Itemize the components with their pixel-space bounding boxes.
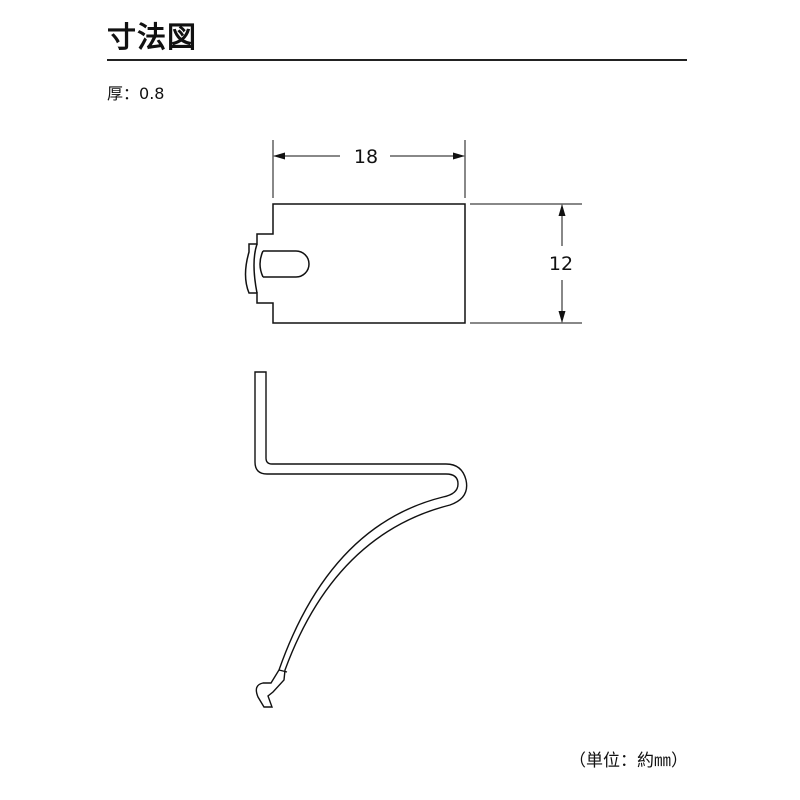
thickness-separator: ： xyxy=(123,84,140,103)
height-dimension-label: 12 xyxy=(549,253,573,275)
thickness-value: 0.8 xyxy=(139,84,165,103)
top-view xyxy=(244,203,466,324)
thickness-label: 厚 xyxy=(107,84,124,103)
width-dimension-label: 18 xyxy=(354,146,378,168)
plate-slot xyxy=(263,250,310,278)
thickness-spec: 厚：0.8 xyxy=(107,80,164,104)
plate-tab-inner-line xyxy=(253,243,258,294)
side-view xyxy=(254,371,468,708)
hook-tip-line xyxy=(278,669,288,673)
width-dimension xyxy=(272,140,466,198)
hook-profile-outer xyxy=(254,371,468,708)
plate-outline xyxy=(244,203,466,324)
title-underline xyxy=(107,59,687,61)
unit-note: （単位：約㎜） xyxy=(569,751,688,771)
height-dimension xyxy=(470,203,582,324)
page-title: 寸法図 xyxy=(107,20,198,54)
plate-slot-edge xyxy=(259,250,264,278)
